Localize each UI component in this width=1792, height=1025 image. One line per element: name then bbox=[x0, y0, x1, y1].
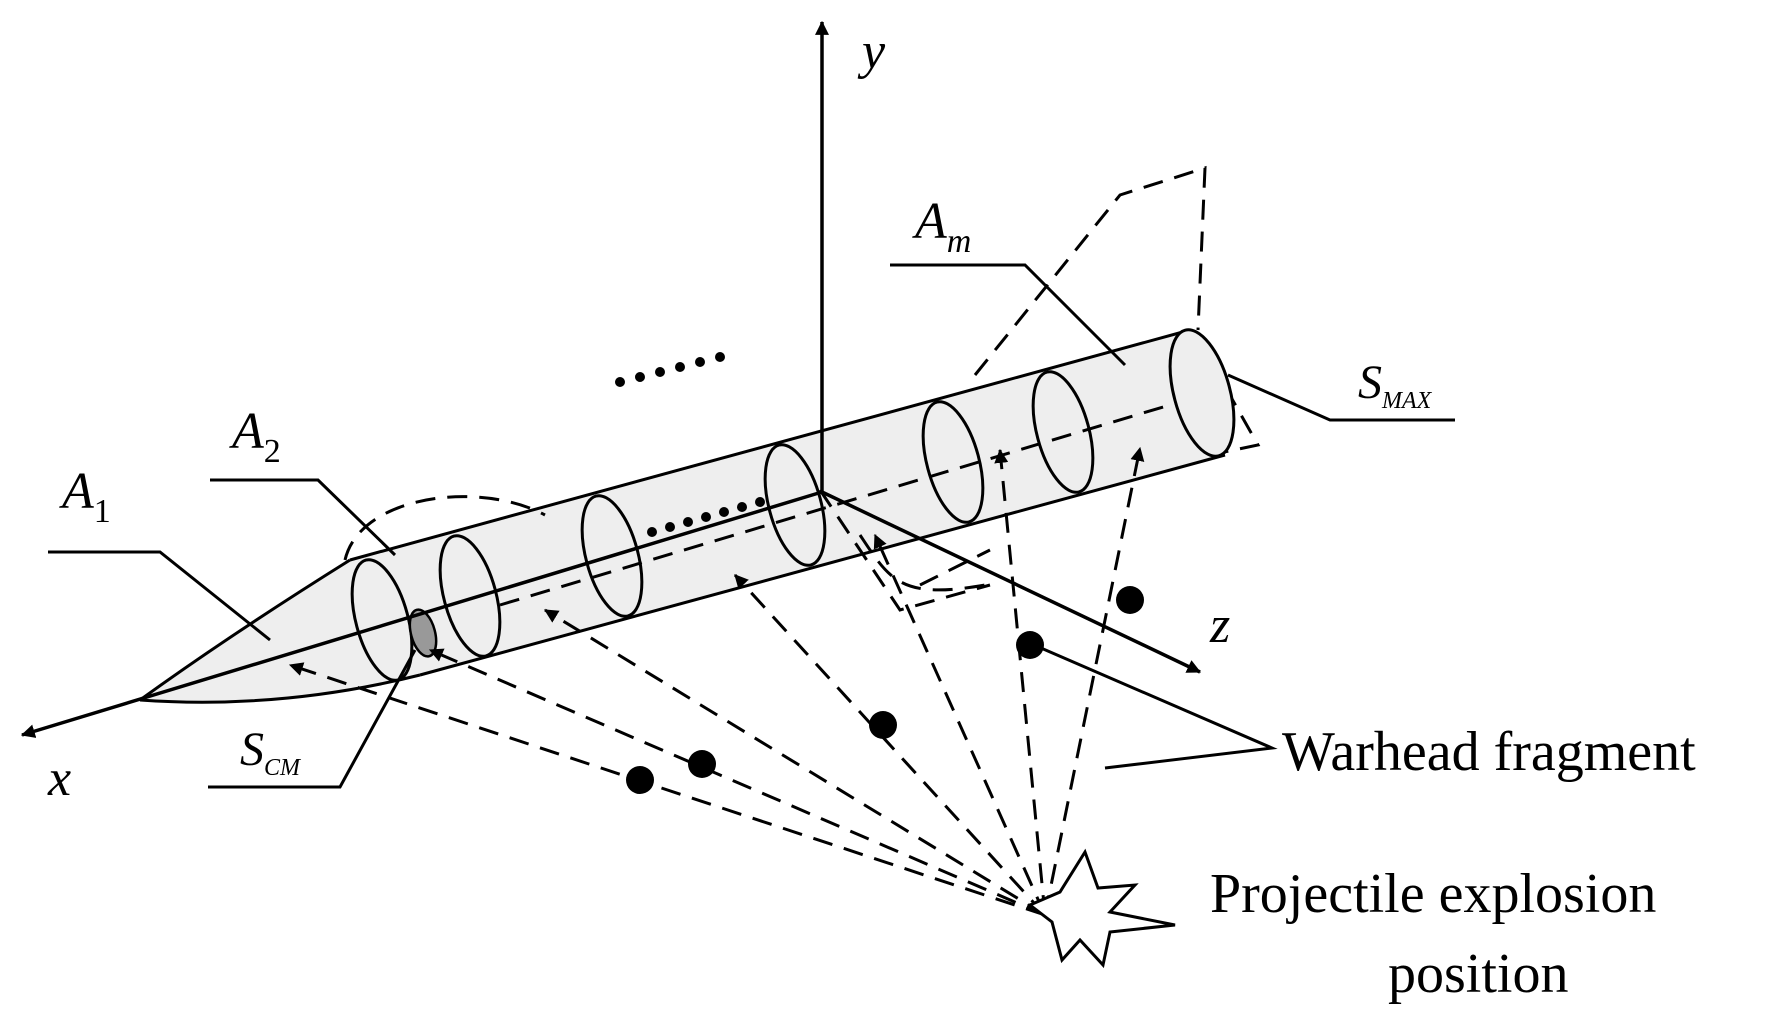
rear-end-cap bbox=[1168, 328, 1236, 458]
smax-label: SMAX bbox=[1358, 356, 1433, 414]
side-fin-dashed-outline bbox=[858, 534, 986, 592]
a1-label: A1 bbox=[59, 463, 111, 530]
fragment-dot-1 bbox=[626, 766, 654, 794]
z-axis-label: z bbox=[1209, 597, 1230, 654]
am-leader bbox=[890, 263, 1127, 367]
x-axis-label: x bbox=[47, 750, 71, 807]
fragment-dot-3 bbox=[869, 711, 897, 739]
continuation-dots bbox=[615, 352, 765, 537]
a2-leader bbox=[210, 478, 397, 557]
z-axis bbox=[821, 490, 1202, 674]
ring-5 bbox=[921, 400, 985, 524]
ring-6 bbox=[1031, 370, 1095, 494]
fragment-dot-2 bbox=[688, 750, 716, 778]
ring-4 bbox=[763, 443, 827, 567]
missile-body-fill bbox=[140, 330, 1225, 703]
warhead-fragment-label: Warhead fragment bbox=[1282, 721, 1696, 783]
explosion-star-icon bbox=[1027, 848, 1176, 969]
scm-leader bbox=[208, 649, 417, 789]
x-axis bbox=[20, 490, 823, 738]
canopy-dashed-outline bbox=[343, 495, 546, 561]
fragment-leader bbox=[1033, 643, 1278, 770]
ring-2 bbox=[438, 534, 502, 658]
explosion-label-line1: Projectile explosion bbox=[1210, 863, 1656, 925]
fragment-dot-4 bbox=[1016, 631, 1044, 659]
scm-label: SCM bbox=[240, 723, 302, 781]
horizontal-fin-dashed-outline bbox=[818, 489, 991, 612]
warhead-fragment-dots bbox=[626, 586, 1144, 794]
smax-leader bbox=[1227, 373, 1455, 422]
a2-label: A2 bbox=[229, 403, 281, 470]
explosion-label-line2: position bbox=[1388, 943, 1568, 1005]
leader-lines bbox=[48, 263, 1455, 789]
am-label: Am bbox=[912, 193, 971, 260]
a1-leader bbox=[48, 550, 271, 642]
body-bottom-edge bbox=[419, 453, 1226, 677]
nose-cone-outline bbox=[139, 558, 421, 704]
body-center-dashed bbox=[499, 388, 1221, 607]
y-axis-label: y bbox=[857, 23, 886, 80]
fragment-dot-5 bbox=[1116, 586, 1144, 614]
body-top-edge bbox=[349, 328, 1191, 562]
fragment-trajectories bbox=[288, 446, 1145, 917]
